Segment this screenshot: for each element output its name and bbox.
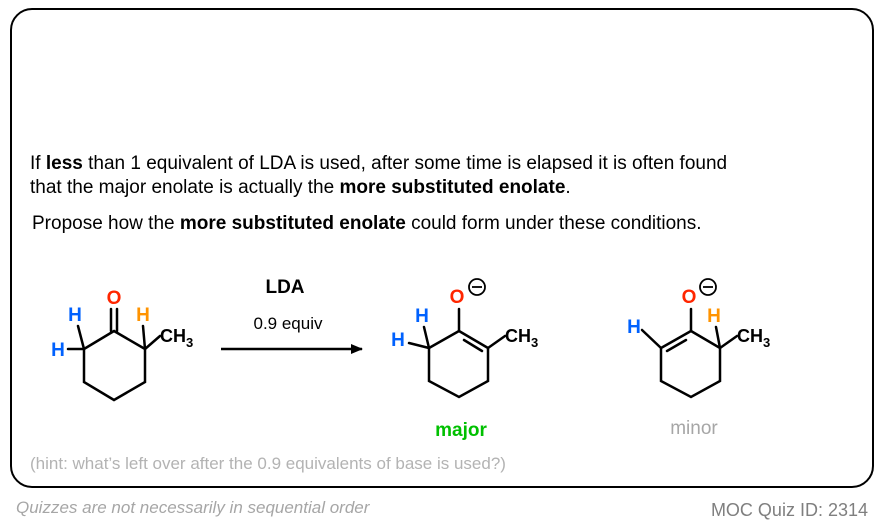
major-c-h-up <box>422 325 431 350</box>
major-label: major <box>435 420 487 441</box>
footer-note: Quizzes are not necessarily in sequentia… <box>16 498 370 517</box>
major-methyl: CH3 <box>505 326 538 350</box>
major-ring-double-bond <box>462 338 484 353</box>
ketone-ring <box>82 329 147 402</box>
quiz-card <box>10 8 874 488</box>
reagent-label: LDA <box>265 277 304 298</box>
bond-c-h-up <box>76 324 86 351</box>
major-oxygen: O <box>450 287 465 308</box>
minor-enolate <box>640 307 739 399</box>
minor-c-h-left <box>640 328 663 350</box>
ketone-oxygen: O <box>107 288 122 309</box>
bond-c-h-orange <box>141 324 147 351</box>
major-ring <box>427 329 490 399</box>
minor-methyl: CH3 <box>737 326 770 350</box>
question-line-1: If less than 1 equivalent of LDA is used… <box>30 153 728 174</box>
ketone-methyl: CH3 <box>160 326 193 350</box>
minor-h-orange: H <box>707 306 721 327</box>
quiz-id: MOC Quiz ID: 2314 <box>710 500 868 520</box>
major-c-h-left <box>407 341 431 350</box>
major-c-methyl <box>486 334 507 350</box>
question-prompt: Propose how the more substituted enolate… <box>32 213 702 234</box>
minor-label: minor <box>670 418 718 439</box>
major-charge-icon <box>468 278 486 296</box>
reagent-amount: 0.9 equiv <box>254 314 323 333</box>
ketone-h-substituted: H <box>136 305 150 326</box>
major-enolate <box>407 307 507 399</box>
hint-text: (hint: what’s left over after the 0.9 eq… <box>30 454 506 473</box>
question-text: If less than 1 equivalent of LDA is used… <box>30 152 727 200</box>
minor-h-left: H <box>627 317 641 338</box>
minor-c-h-orange <box>714 325 722 350</box>
question-line-2: that the major enolate is actually the m… <box>30 177 571 198</box>
minor-ring <box>659 329 722 399</box>
major-h-left: H <box>391 330 405 351</box>
ketone-h-alpha-up: H <box>68 305 82 326</box>
starting-ketone <box>66 307 162 402</box>
minor-oxygen: O <box>682 287 697 308</box>
minor-ring-double-bond <box>665 338 688 353</box>
minor-c-methyl <box>718 334 739 350</box>
ketone-h-alpha-left: H <box>51 340 65 361</box>
major-h-up: H <box>415 306 429 327</box>
minor-charge-icon <box>699 278 717 296</box>
bond-c-methyl <box>143 334 162 351</box>
